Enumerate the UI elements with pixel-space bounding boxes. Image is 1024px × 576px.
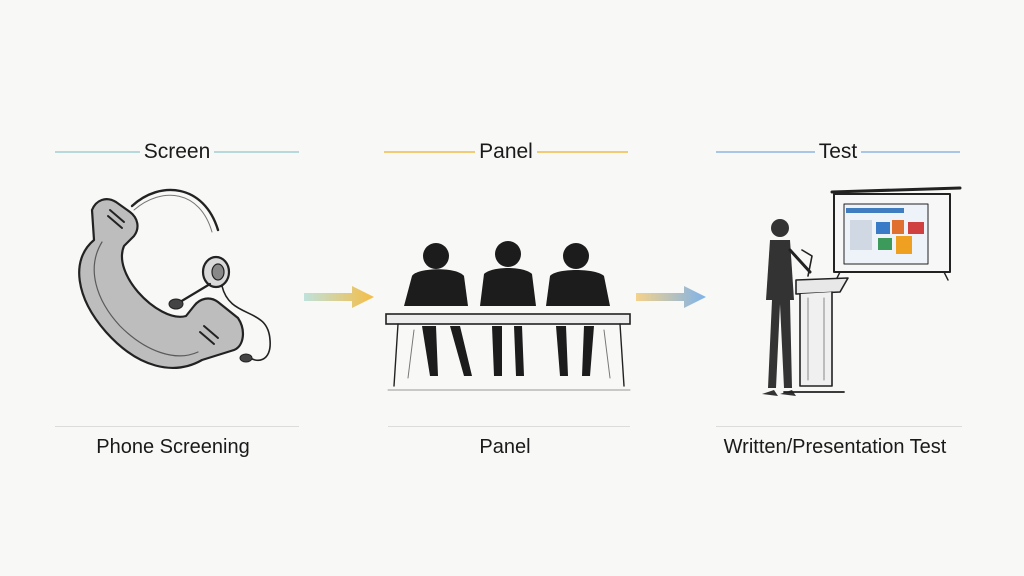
stage-screen-caption: Phone Screening (96, 436, 250, 458)
header-rule-right (861, 151, 961, 153)
stage-screen-heading: Screen (143, 140, 211, 163)
stage-panel-header: Panel (384, 140, 628, 164)
stage-test-header: Test (716, 140, 961, 164)
header-rule-left (384, 151, 476, 153)
stage-test-caption: Written/Presentation Test (723, 436, 947, 458)
interview-panel-icon (384, 180, 632, 420)
arrow-right-icon (634, 284, 708, 310)
arrow-right-icon (302, 284, 376, 310)
header-rule-right (214, 151, 300, 153)
stage-screen-divider (55, 426, 299, 427)
presentation-podium-icon (740, 180, 970, 420)
headset-phone-icon (72, 180, 297, 420)
stage-panel-heading: Panel (479, 140, 533, 163)
header-rule-left (55, 151, 140, 153)
header-rule-left (716, 151, 815, 153)
stage-panel-divider (388, 426, 630, 427)
stage-screen-header: Screen (55, 140, 300, 164)
stage-test-divider (716, 426, 962, 427)
stage-test-heading: Test (818, 140, 858, 163)
stage-panel-caption: Panel (479, 436, 531, 458)
header-rule-right (536, 151, 628, 153)
